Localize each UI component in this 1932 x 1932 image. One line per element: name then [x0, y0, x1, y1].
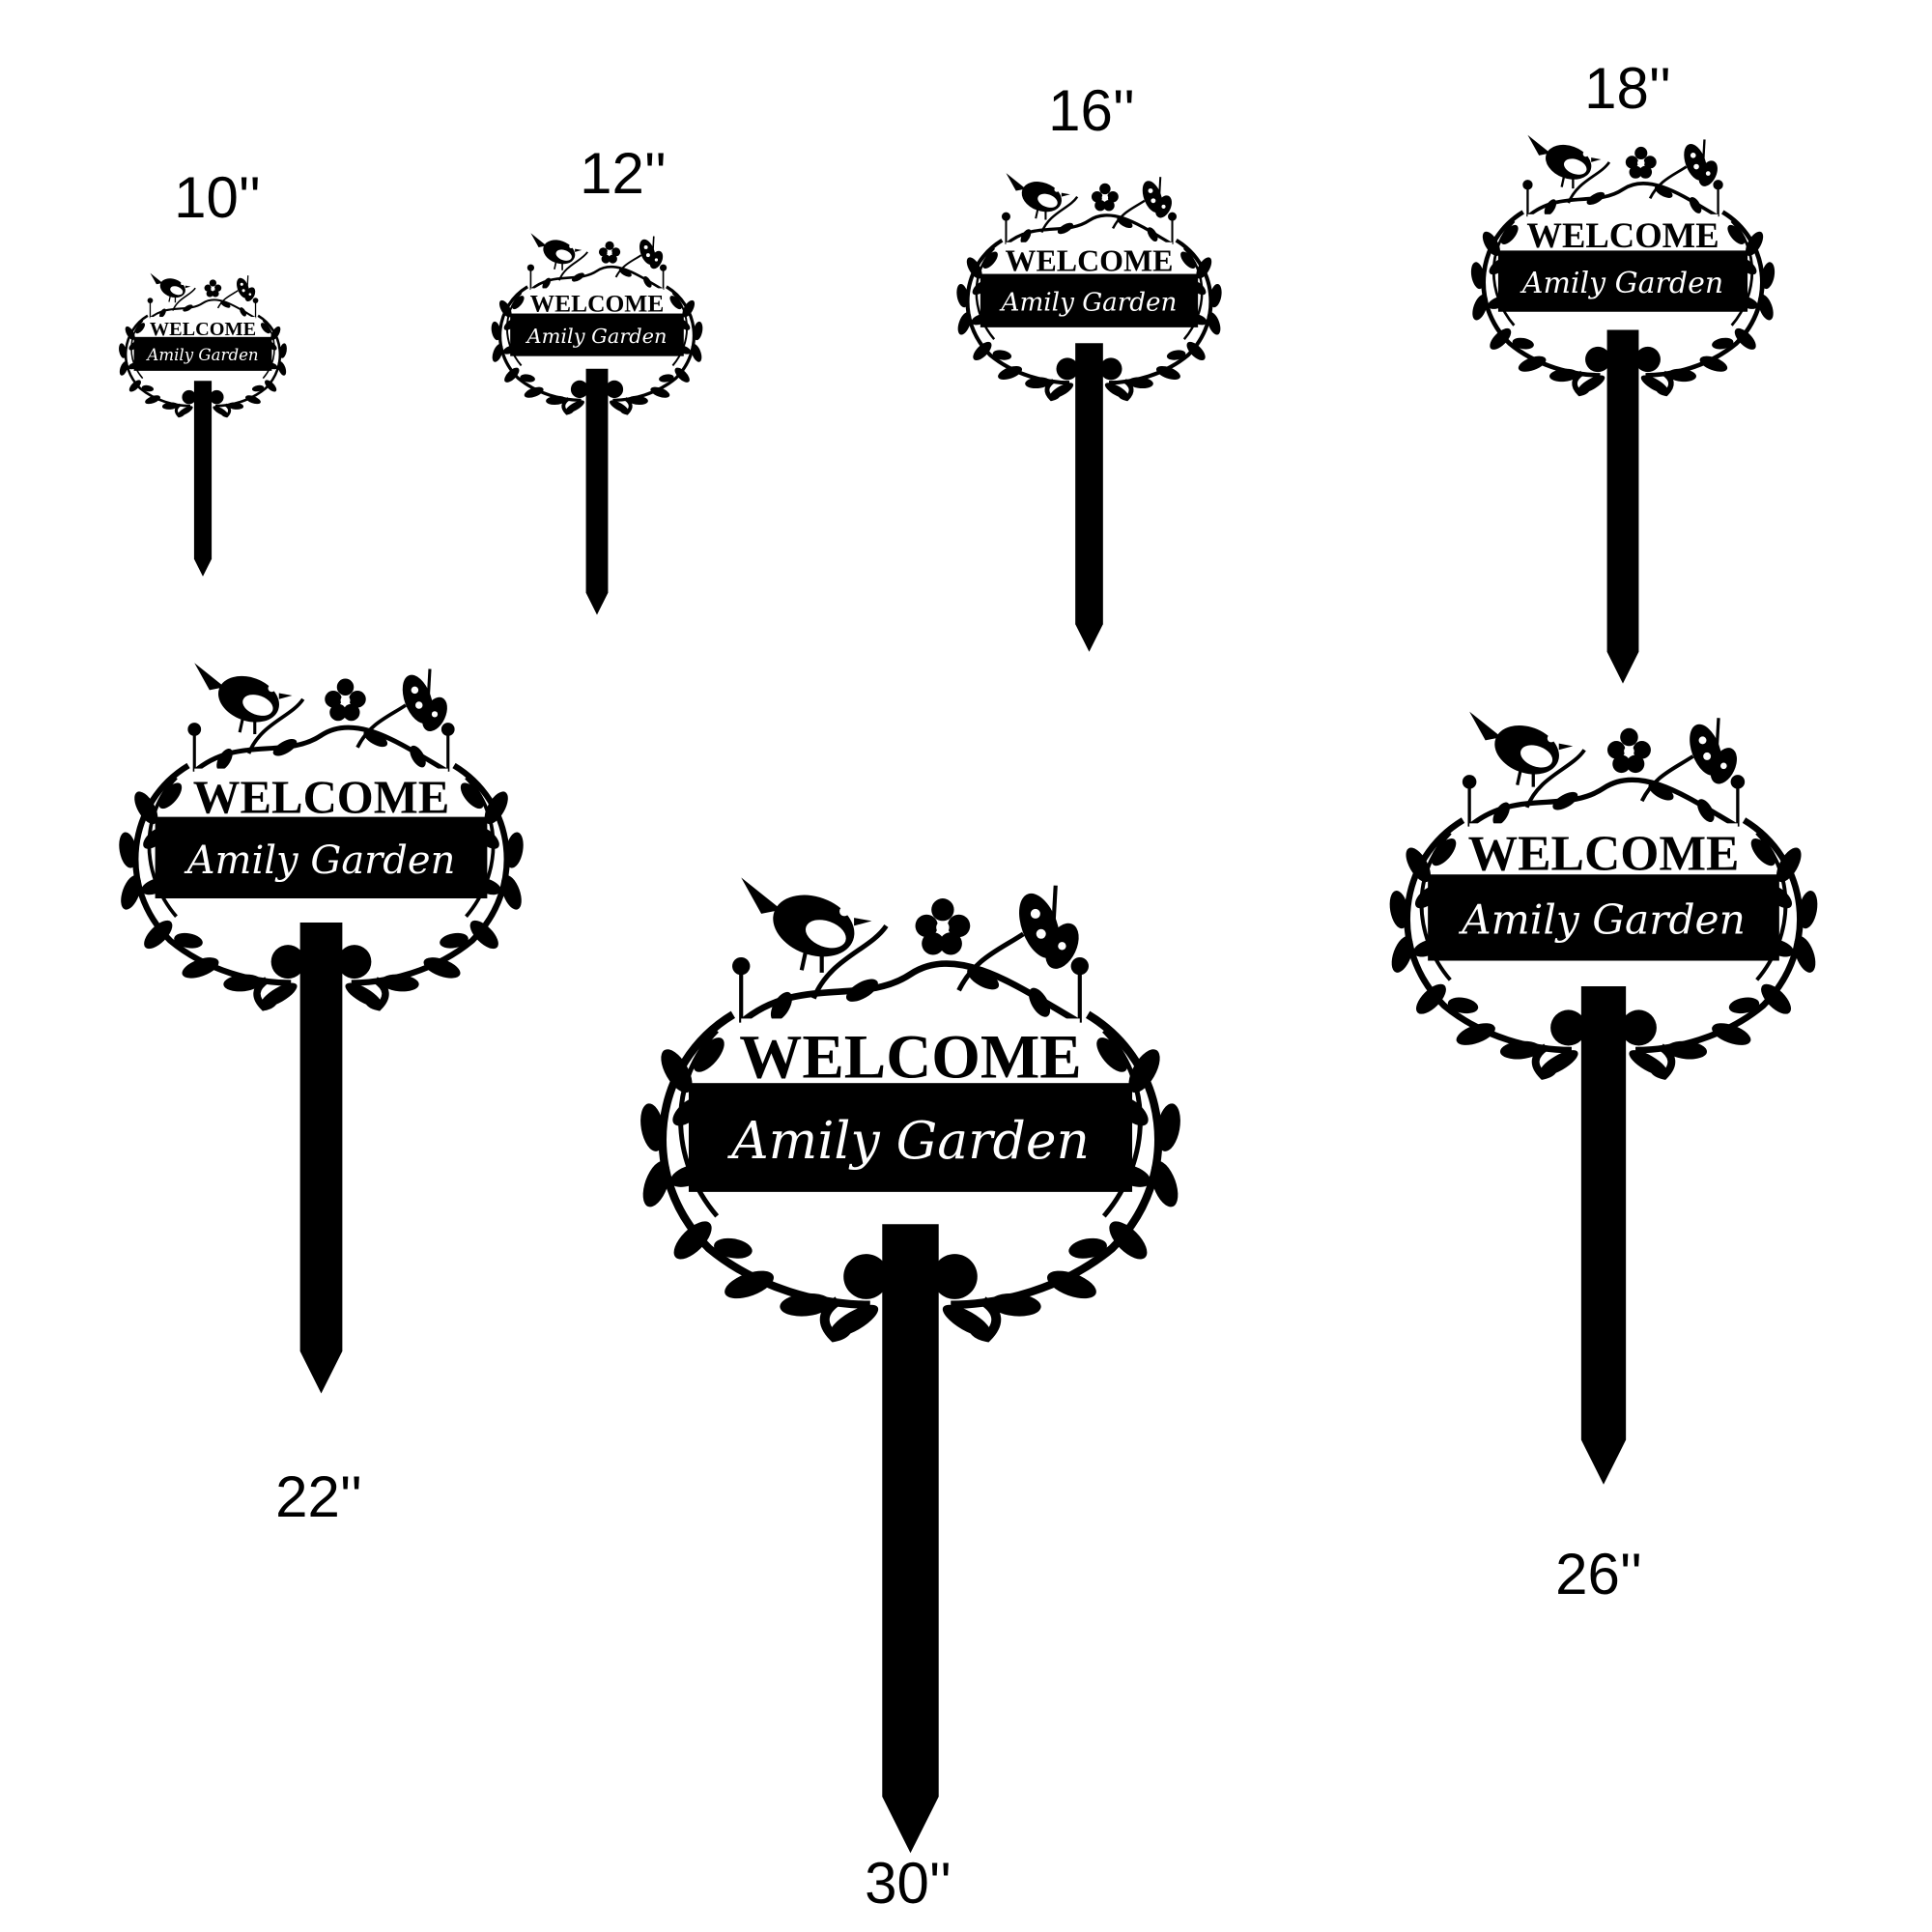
sign-welcome-text: WELCOME: [1526, 215, 1719, 255]
garden-stake-sign-10in: WELCOME Amily Garden: [92, 270, 314, 582]
sign-name-text: Amily Garden: [1000, 289, 1178, 318]
size-label-26in: 26'': [1555, 1542, 1642, 1606]
garden-stake-sign-30in: WELCOME Amily Garden: [560, 869, 1261, 1869]
size-label-12in: 12'': [580, 141, 667, 206]
sign-name-text: Amily Garden: [184, 838, 456, 883]
sign-welcome-text: WELCOME: [1468, 827, 1740, 882]
size-label-30in: 30'': [865, 1851, 952, 1916]
size-label-10in: 10'': [174, 165, 261, 230]
sign-name-text: Amily Garden: [726, 1110, 1090, 1171]
sign-welcome-text: WELCOME: [193, 771, 449, 823]
sign-welcome-text: WELCOME: [530, 289, 665, 317]
sign-name-text: Amily Garden: [1520, 267, 1723, 300]
sign-welcome-text: WELCOME: [739, 1022, 1081, 1092]
size-label-18in: 18'': [1584, 56, 1671, 121]
garden-stake-sign-16in: WELCOME Amily Garden: [908, 169, 1270, 660]
sign-name-text: Amily Garden: [1458, 896, 1746, 944]
garden-stake-sign-18in: WELCOME Amily Garden: [1410, 130, 1835, 693]
size-label-16in: 16'': [1048, 78, 1135, 143]
sign-welcome-text: WELCOME: [150, 319, 256, 340]
sign-name-text: Amily Garden: [525, 325, 667, 348]
garden-stake-sign-22in: WELCOME Amily Garden: [43, 657, 599, 1406]
sign-welcome-text: WELCOME: [1006, 244, 1174, 278]
size-label-22in: 22'': [275, 1464, 362, 1529]
garden-stake-sign-26in: WELCOME Amily Garden: [1294, 705, 1913, 1497]
sign-name-text: Amily Garden: [145, 346, 258, 364]
garden-stake-sign-12in: WELCOME Amily Garden: [452, 230, 742, 621]
